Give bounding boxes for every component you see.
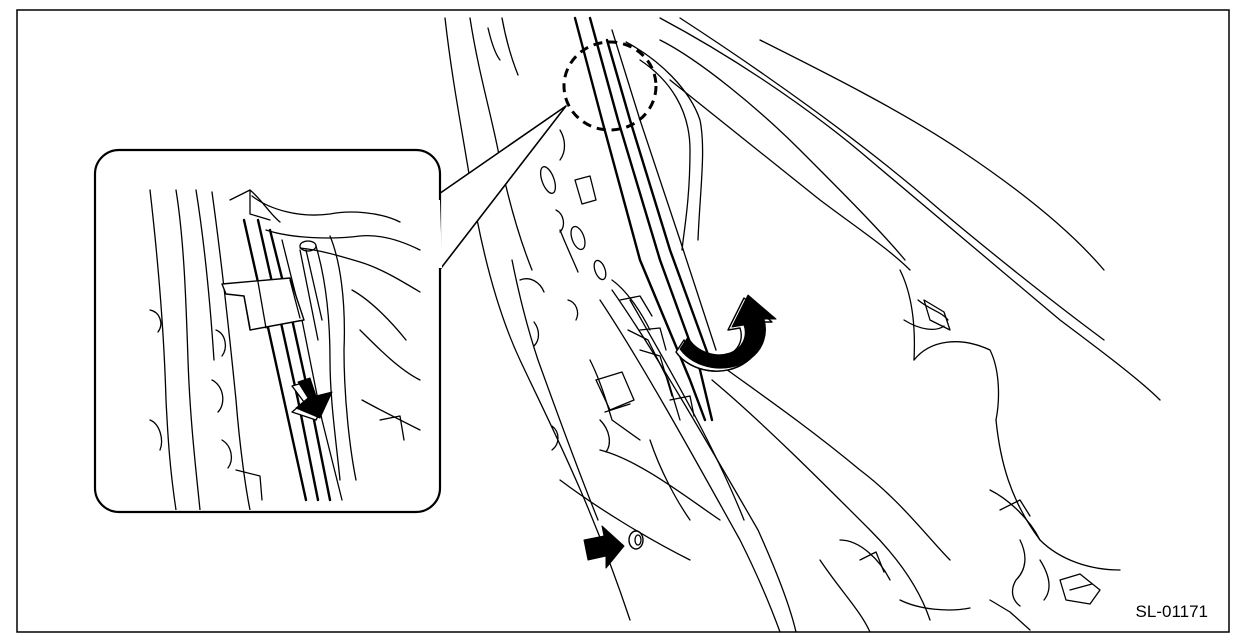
rail-clip [221,277,305,331]
detail-inset [93,148,442,514]
curved-arrow-up-icon [675,294,777,372]
zoom-circle-icon [562,40,658,132]
door-panel-drawing [444,16,1161,633]
figure-code: SL-01171 [1135,602,1208,621]
arrow-right-icon [583,525,625,569]
